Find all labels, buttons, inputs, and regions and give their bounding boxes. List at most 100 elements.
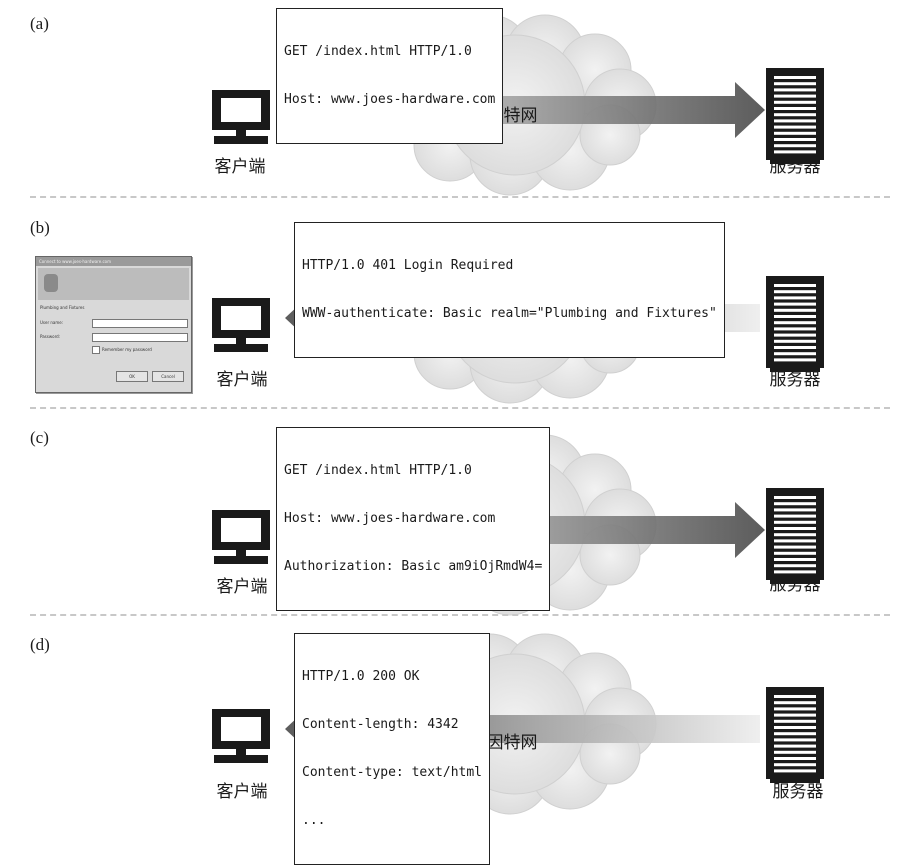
response-message-box: HTTP/1.0 200 OK Content-length: 4342 Con… — [294, 633, 491, 865]
server-label: 服务器 — [769, 157, 821, 177]
server-slot — [774, 107, 816, 110]
server-slot — [774, 769, 816, 773]
server-slot — [774, 496, 816, 499]
server-slot — [774, 713, 816, 717]
keyboard-base — [214, 136, 268, 144]
server-slot — [774, 707, 816, 711]
server-base — [770, 158, 820, 164]
message-line: ... — [302, 813, 326, 828]
server-slot — [774, 321, 816, 325]
password-label: Password: — [40, 334, 61, 339]
panel-d: (d) HTTP/1.0 200 OK Content-length: 4342… — [0, 617, 900, 865]
panel-divider — [30, 614, 890, 616]
realm-text: Plumbing and Fixtures — [40, 305, 85, 310]
client-computer-icon — [212, 709, 270, 763]
server-label: 服务器 — [769, 370, 821, 390]
server-slot — [774, 119, 816, 123]
server-slot — [774, 533, 816, 537]
server-slot — [774, 284, 816, 287]
server-base — [770, 578, 820, 584]
server-slot — [774, 701, 816, 705]
server-slot — [774, 763, 816, 767]
server-slot — [774, 564, 816, 568]
server-slot — [774, 100, 816, 104]
response-message-box: HTTP/1.0 401 Login Required WWW-authenti… — [294, 222, 725, 358]
request-message-box: GET /index.html HTTP/1.0 Host: www.joes-… — [276, 8, 504, 144]
server-slot — [774, 726, 816, 729]
client-computer-icon — [212, 90, 270, 144]
server-slot — [774, 333, 816, 337]
internet-label: 因特网 — [486, 733, 538, 753]
panel-c: (c) GET /index.html HTTP/1.0 Host: www.j… — [0, 410, 900, 616]
panel-divider — [30, 407, 890, 409]
password-field[interactable] — [92, 333, 188, 342]
message-line: HTTP/1.0 200 OK — [302, 669, 420, 684]
panel-a: (a) GET /index.html HTTP/1.0 Host: www.j… — [0, 0, 900, 196]
server-slot — [774, 88, 816, 92]
server-slot — [774, 290, 816, 294]
message-line: Host: www.joes-hardware.com — [284, 511, 496, 526]
monitor-screen — [221, 518, 261, 542]
server-slot — [774, 508, 816, 512]
server-slot — [774, 82, 816, 86]
server-slot — [774, 358, 816, 362]
panel-label: (b) — [30, 218, 50, 237]
monitor-screen — [221, 717, 261, 741]
server-slot — [774, 296, 816, 300]
server-slot — [774, 732, 816, 736]
server-slot — [774, 308, 816, 312]
server-slot — [774, 738, 816, 742]
request-message-box: GET /index.html HTTP/1.0 Host: www.joes-… — [276, 427, 551, 611]
server-slot — [774, 150, 816, 154]
server-slot — [774, 138, 816, 141]
monitor-neck — [236, 550, 246, 556]
server-slot — [774, 113, 816, 117]
ok-button[interactable]: OK — [116, 371, 148, 382]
server-label: 服务器 — [769, 575, 821, 595]
user-name-label: User name: — [40, 320, 64, 325]
keyboard-base — [214, 344, 268, 352]
message-line: GET /index.html HTTP/1.0 — [284, 463, 472, 478]
client-label: 客户端 — [216, 782, 268, 802]
message-line: HTTP/1.0 401 Login Required — [302, 258, 514, 273]
login-dialog: Connect to www.joes-hardware.com Plumbin… — [35, 256, 192, 393]
keyboard-base — [214, 755, 268, 763]
monitor-screen — [221, 98, 261, 122]
server-base — [770, 366, 820, 372]
user-name-field[interactable] — [92, 319, 188, 328]
key-icon — [44, 274, 58, 292]
server-slot — [774, 352, 816, 356]
server-slot — [774, 346, 816, 349]
server-slot — [774, 144, 816, 148]
server-icon — [766, 488, 824, 584]
server-slot — [774, 520, 816, 524]
message-line: WWW-authenticate: Basic realm="Plumbing … — [302, 306, 717, 321]
message-line: Content-length: 4342 — [302, 717, 459, 732]
dialog-banner — [38, 268, 189, 300]
client-computer-icon — [212, 298, 270, 352]
server-label: 服务器 — [772, 782, 824, 802]
message-line: Content-type: text/html — [302, 765, 483, 780]
message-line: Host: www.joes-hardware.com — [284, 92, 496, 107]
cancel-button[interactable]: Cancel — [152, 371, 184, 382]
monitor-neck — [236, 338, 246, 344]
panel-b: (b) HTTP/1.0 401 Login Required WWW-auth… — [0, 200, 900, 405]
server-slot — [774, 719, 816, 723]
server-slot — [774, 551, 816, 555]
keyboard-base — [214, 556, 268, 564]
remember-checkbox[interactable] — [92, 346, 100, 354]
server-slot — [774, 545, 816, 549]
server-slot — [774, 327, 816, 331]
server-slot — [774, 695, 816, 698]
server-base — [770, 777, 820, 783]
panel-label: (d) — [30, 635, 50, 654]
server-slot — [774, 315, 816, 318]
server-slot — [774, 527, 816, 530]
client-label: 客户端 — [216, 370, 268, 390]
dialog-titlebar: Connect to www.joes-hardware.com — [36, 257, 191, 266]
server-slot — [774, 539, 816, 543]
message-line: GET /index.html HTTP/1.0 — [284, 44, 472, 59]
server-icon — [766, 687, 824, 783]
monitor-screen — [221, 306, 261, 330]
server-slot — [774, 339, 816, 343]
